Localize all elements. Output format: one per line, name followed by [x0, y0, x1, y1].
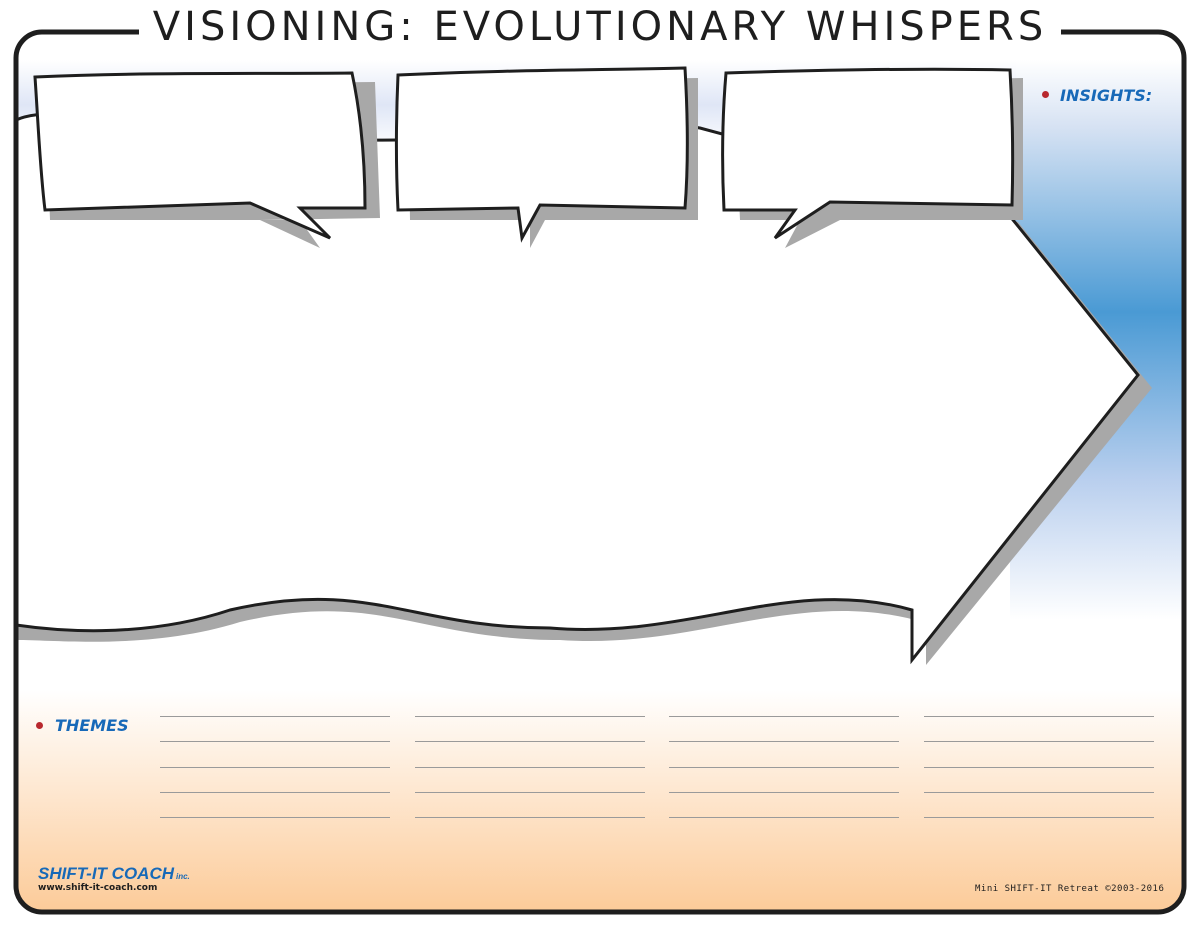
theme-line[interactable] — [160, 741, 390, 743]
theme-line[interactable] — [414, 791, 645, 793]
theme-line[interactable] — [414, 817, 645, 819]
theme-line[interactable] — [923, 741, 1154, 743]
theme-line[interactable] — [414, 716, 645, 717]
theme-line[interactable] — [923, 716, 1154, 717]
speech-bubble-1[interactable] — [33, 71, 367, 240]
insights-label: INSIGHTS: — [1060, 86, 1153, 105]
theme-line[interactable] — [923, 791, 1154, 793]
theme-line[interactable] — [923, 817, 1154, 819]
theme-line[interactable] — [669, 791, 899, 793]
theme-line[interactable] — [414, 741, 645, 743]
theme-line[interactable] — [414, 766, 645, 768]
theme-line[interactable] — [669, 716, 899, 717]
speech-bubble-2[interactable] — [395, 66, 689, 243]
theme-line[interactable] — [160, 817, 390, 819]
copyright: Mini SHIFT-IT Retreat ©2003-2016 — [975, 884, 1165, 894]
theme-line[interactable] — [669, 817, 899, 819]
theme-line[interactable] — [160, 716, 390, 717]
logo-name: SHIFT-IT COACH — [38, 864, 174, 883]
theme-line[interactable] — [669, 766, 899, 768]
themes-bullet-icon — [36, 722, 43, 729]
speech-bubble-3[interactable] — [721, 67, 1015, 240]
theme-line[interactable] — [923, 766, 1154, 768]
theme-line[interactable] — [160, 766, 390, 768]
insights-bullet-icon — [1042, 91, 1049, 98]
themes-label: THEMES — [55, 716, 129, 735]
website-url[interactable]: www.shift-it-coach.com — [38, 883, 158, 893]
theme-line[interactable] — [160, 791, 390, 793]
theme-line[interactable] — [669, 741, 899, 743]
logo-suffix: inc. — [176, 872, 190, 881]
